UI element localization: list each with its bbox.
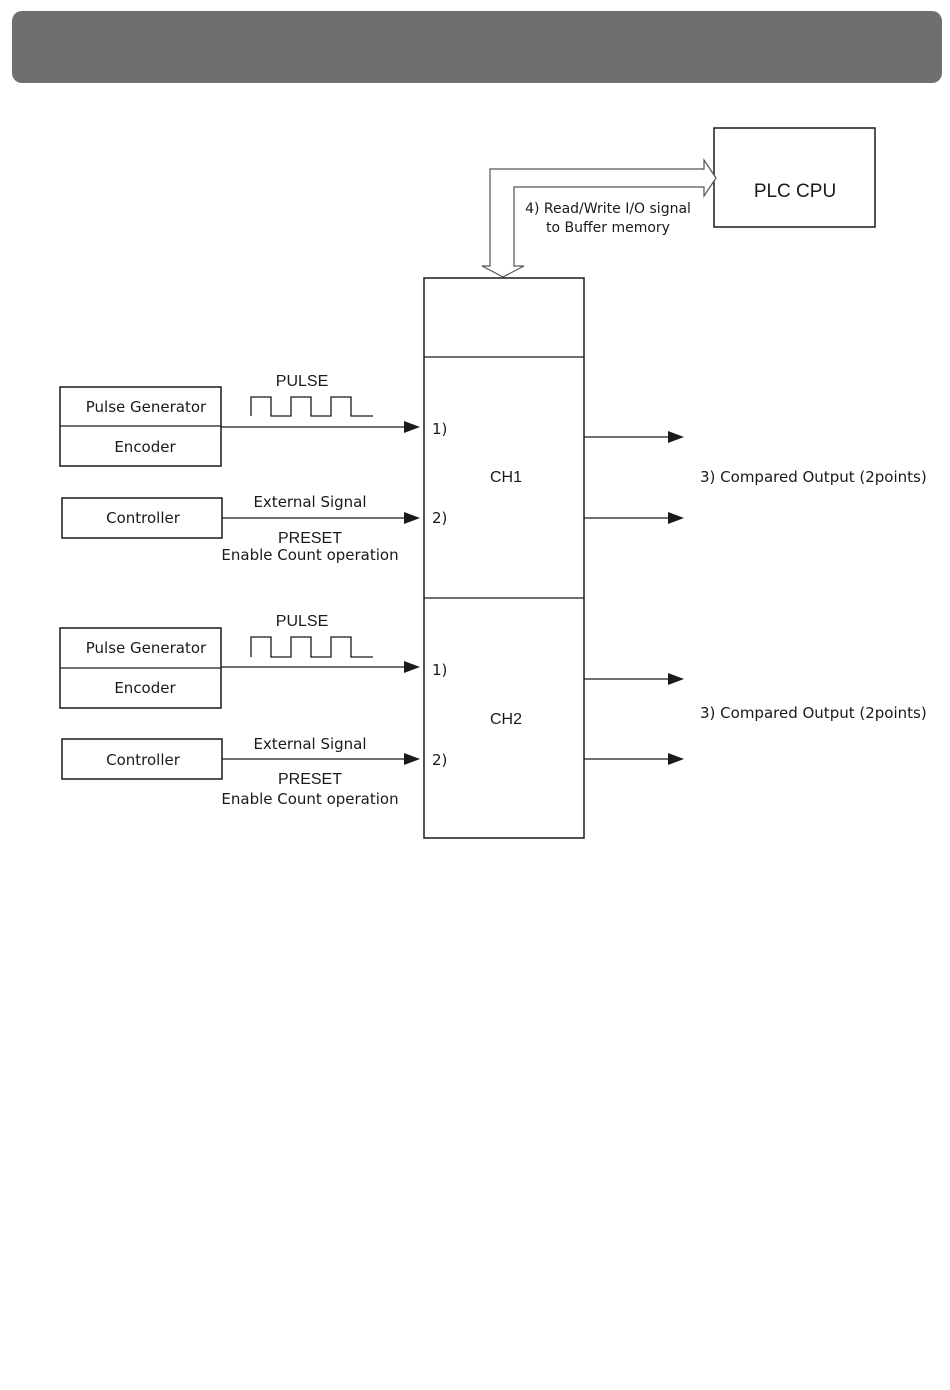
ch1-pulse-waveform — [250, 396, 373, 417]
ch1-pulse-generator-label: Pulse Generator — [86, 398, 207, 416]
ch1-controller-label: Controller — [106, 509, 181, 527]
bus-label-line2: to Buffer memory — [546, 220, 670, 236]
ch2-output2-arrowhead — [668, 753, 684, 765]
ch2-enable-label: Enable Count operation — [221, 790, 398, 808]
ch2-input2-arrowhead — [404, 753, 420, 765]
ch2-output-label: 3) Compared Output (2points) — [700, 704, 927, 722]
bus-arrow — [481, 158, 717, 278]
ch1-pulse-label: PULSE — [276, 373, 328, 390]
ch2-pulse-waveform — [250, 636, 373, 658]
ch2-input1-label: 1) — [432, 661, 447, 679]
ch1-input1-label: 1) — [432, 420, 447, 438]
plc-cpu-label: PLC CPU — [754, 181, 836, 202]
ch2-output1-arrowhead — [668, 673, 684, 685]
bus-label-line1: 4) Read/Write I/O signal — [525, 201, 691, 217]
ch2-controller-box — [61, 738, 223, 780]
ch2-section: CH2 Pulse Generator Encoder PULSE 1) Con… — [59, 613, 927, 808]
ch1-controller-box — [61, 497, 223, 539]
ch1-input2-arrowhead — [404, 512, 420, 524]
header-bar — [12, 11, 942, 83]
ch1-section: CH1 Pulse Generator Encoder PULSE 1) Con… — [59, 373, 927, 564]
ch2-label: CH2 — [490, 711, 522, 728]
counter-module-box — [423, 277, 585, 839]
ch1-output2-arrowhead — [668, 512, 684, 524]
ch1-output-label: 3) Compared Output (2points) — [700, 468, 927, 486]
plc-cpu-box — [713, 127, 876, 228]
ch2-encoder-label: Encoder — [114, 679, 176, 697]
ch1-input2-label: 2) — [432, 509, 447, 527]
ch2-preset-label: PRESET — [278, 771, 342, 788]
ch2-pulse-label: PULSE — [276, 613, 328, 630]
ch1-output1-arrowhead — [668, 431, 684, 443]
ch1-label: CH1 — [490, 469, 522, 486]
ch2-external-signal-label: External Signal — [253, 735, 366, 753]
ch2-input2-label: 2) — [432, 751, 447, 769]
ch2-input1-arrowhead — [404, 661, 420, 673]
ch1-preset-label: PRESET — [278, 530, 342, 547]
ch1-external-signal-label: External Signal — [253, 493, 366, 511]
ch1-encoder-label: Encoder — [114, 438, 176, 456]
ch2-pulse-generator-label: Pulse Generator — [86, 639, 207, 657]
ch1-enable-label: Enable Count operation — [221, 546, 398, 564]
ch1-input1-arrowhead — [404, 421, 420, 433]
ch2-controller-label: Controller — [106, 751, 181, 769]
